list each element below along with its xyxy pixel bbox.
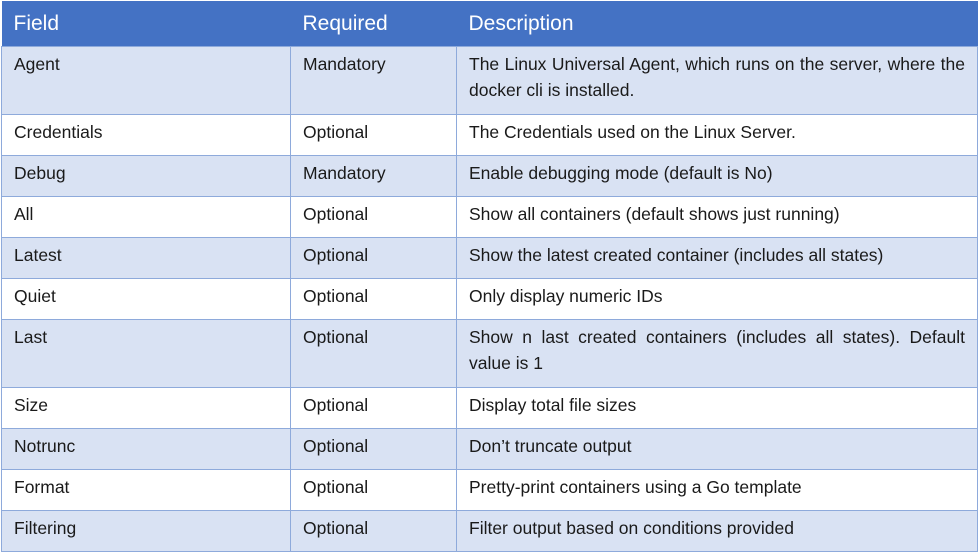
header-field: Field xyxy=(1,1,291,47)
table-row: Notrunc Optional Don’t truncate output xyxy=(1,428,978,470)
field-cell: Format xyxy=(1,469,291,511)
required-cell: Optional xyxy=(290,278,457,320)
required-cell: Mandatory xyxy=(290,155,457,197)
description-cell: Show the latest created container (inclu… xyxy=(456,237,978,279)
description-cell: Show n last created containers (includes… xyxy=(456,319,978,388)
required-cell: Optional xyxy=(290,237,457,279)
field-cell: All xyxy=(1,196,291,238)
description-cell: Only display numeric IDs xyxy=(456,278,978,320)
required-cell: Optional xyxy=(290,428,457,470)
description-cell: Enable debugging mode (default is No) xyxy=(456,155,978,197)
table-row: Format Optional Pretty-print containers … xyxy=(1,469,978,511)
table-row: Credentials Optional The Credentials use… xyxy=(1,114,978,156)
field-cell: Latest xyxy=(1,237,291,279)
required-cell: Optional xyxy=(290,319,457,388)
header-required: Required xyxy=(290,1,457,47)
header-description: Description xyxy=(456,1,978,47)
table-row: Quiet Optional Only display numeric IDs xyxy=(1,278,978,320)
description-cell: Don’t truncate output xyxy=(456,428,978,470)
table-row: Size Optional Display total file sizes xyxy=(1,387,978,429)
field-cell: Size xyxy=(1,387,291,429)
field-cell: Credentials xyxy=(1,114,291,156)
field-cell: Notrunc xyxy=(1,428,291,470)
table-row: Filtering Optional Filter output based o… xyxy=(1,510,978,552)
description-cell: Filter output based on conditions provid… xyxy=(456,510,978,552)
description-cell: The Credentials used on the Linux Server… xyxy=(456,114,978,156)
required-cell: Optional xyxy=(290,387,457,429)
required-cell: Optional xyxy=(290,469,457,511)
field-cell: Agent xyxy=(1,46,291,115)
field-cell: Quiet xyxy=(1,278,291,320)
required-cell: Optional xyxy=(290,114,457,156)
table-row: Last Optional Show n last created contai… xyxy=(1,319,978,388)
field-cell: Last xyxy=(1,319,291,388)
field-cell: Filtering xyxy=(1,510,291,552)
table-row: All Optional Show all containers (defaul… xyxy=(1,196,978,238)
table-row: Agent Mandatory The Linux Universal Agen… xyxy=(1,46,978,115)
table-row: Debug Mandatory Enable debugging mode (d… xyxy=(1,155,978,197)
description-cell: The Linux Universal Agent, which runs on… xyxy=(456,46,978,115)
field-cell: Debug xyxy=(1,155,291,197)
description-cell: Display total file sizes xyxy=(456,387,978,429)
description-cell: Show all containers (default shows just … xyxy=(456,196,978,238)
required-cell: Mandatory xyxy=(290,46,457,115)
required-cell: Optional xyxy=(290,510,457,552)
table-row: Latest Optional Show the latest created … xyxy=(1,237,978,279)
table-header-row: Field Required Description xyxy=(1,1,978,47)
description-cell: Pretty-print containers using a Go templ… xyxy=(456,469,978,511)
required-cell: Optional xyxy=(290,196,457,238)
